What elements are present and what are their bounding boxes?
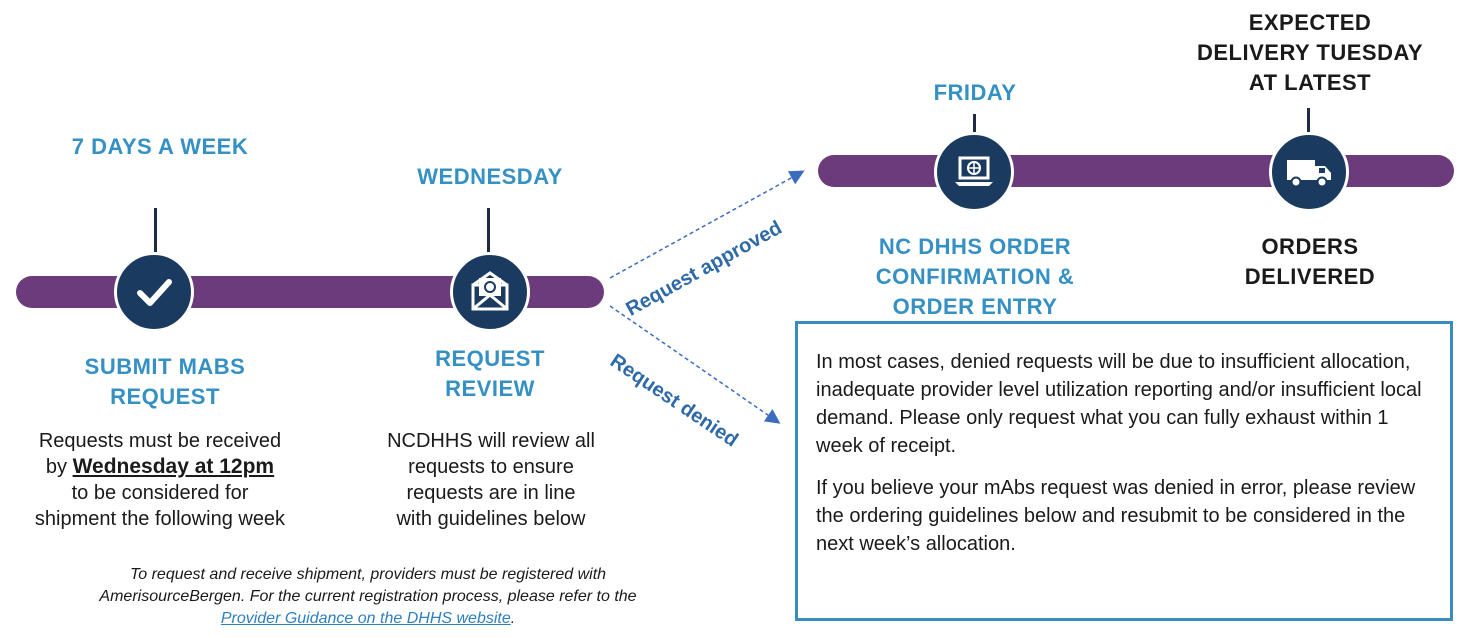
footnote-line1: To request and receive shipment, provide… (129, 566, 607, 583)
step1-label-line1: SUBMIT MABS (84, 354, 246, 379)
step3-label: NC DHHS ORDER CONFIRMATION & ORDER ENTRY (840, 232, 1110, 322)
check-icon (137, 279, 172, 306)
step2-label: REQUEST REVIEW (395, 344, 585, 404)
delivery-truck-icon (1287, 160, 1331, 188)
step4-label: ORDERS DELIVERED (1210, 232, 1410, 292)
footnote-line3: Provider Guidance on the DHHS website. (0, 608, 736, 630)
submit-description: Requests must be received by Wednesday a… (10, 428, 310, 532)
approved-arrow (609, 170, 805, 279)
review-desc-line3: requests are in line (406, 482, 576, 504)
denied-arrow (609, 305, 781, 424)
denial-info-box: In most cases, denied requests will be d… (795, 321, 1453, 621)
step3-stem (973, 114, 976, 142)
step4-heading-line3: AT LATEST (1248, 70, 1372, 95)
email-icon (471, 271, 509, 311)
step3-heading: FRIDAY (875, 78, 1075, 108)
review-desc-line1: NCDHHS will review all (387, 430, 595, 452)
provider-guidance-link[interactable]: Provider Guidance on the DHHS website (220, 610, 511, 627)
right-timeline-bar (818, 155, 1454, 187)
step4-heading-line2: DELIVERY TUESDAY (1196, 40, 1424, 65)
step3-label-line2: CONFIRMATION & (875, 264, 1075, 289)
submit-desc-line3: to be considered for (71, 482, 249, 504)
submit-node (114, 252, 194, 332)
submit-desc-line4: shipment the following week (34, 508, 286, 530)
review-node (450, 252, 530, 332)
laptop-globe-icon (955, 156, 993, 186)
submit-desc-line1: Requests must be received (38, 430, 282, 452)
step3-label-line3: ORDER ENTRY (892, 294, 1058, 319)
step2-heading-text: WEDNESDAY (417, 164, 563, 189)
step1-label-line2: REQUEST (110, 384, 220, 409)
review-description: NCDHHS will review all requests to ensur… (346, 428, 636, 532)
step4-heading-line1: EXPECTED (1248, 10, 1372, 35)
step1-heading-text: 7 DAYS A WEEK (71, 134, 249, 159)
denial-info-p1: In most cases, denied requests will be d… (816, 351, 1422, 457)
step2-heading: WEDNESDAY (390, 162, 590, 192)
step4-stem (1307, 108, 1310, 136)
step2-label-line1: REQUEST (435, 346, 545, 371)
delivery-node (1269, 132, 1349, 212)
submit-deadline: Wednesday at 12pm (72, 455, 275, 478)
footnote-tail: . (510, 610, 516, 627)
footnote-line2: AmerisourceBergen. For the current regis… (99, 588, 637, 605)
submit-desc-by: by (45, 456, 68, 478)
step1-stem (154, 208, 157, 256)
step3-label-line1: NC DHHS ORDER (878, 234, 1072, 259)
review-desc-line4: with guidelines below (396, 508, 586, 530)
footnote: To request and receive shipment, provide… (0, 564, 736, 630)
step2-stem (487, 208, 490, 256)
step2-label-line2: REVIEW (445, 376, 535, 401)
review-desc-line2: requests to ensure (408, 456, 574, 478)
step4-label-line1: ORDERS (1261, 234, 1359, 259)
step4-label-line2: DELIVERED (1244, 264, 1376, 289)
denial-info-p2: If you believe your mAbs request was den… (816, 477, 1416, 555)
step3-heading-text: FRIDAY (933, 80, 1017, 105)
submit-desc-line2: by Wednesday at 12pm (10, 454, 310, 480)
step1-label: SUBMIT MABS REQUEST (60, 352, 270, 412)
step1-heading: 7 DAYS A WEEK (60, 132, 260, 162)
branch-arrows (609, 170, 805, 424)
step4-heading: EXPECTED DELIVERY TUESDAY AT LATEST (1160, 8, 1460, 98)
order-entry-node (934, 132, 1014, 212)
